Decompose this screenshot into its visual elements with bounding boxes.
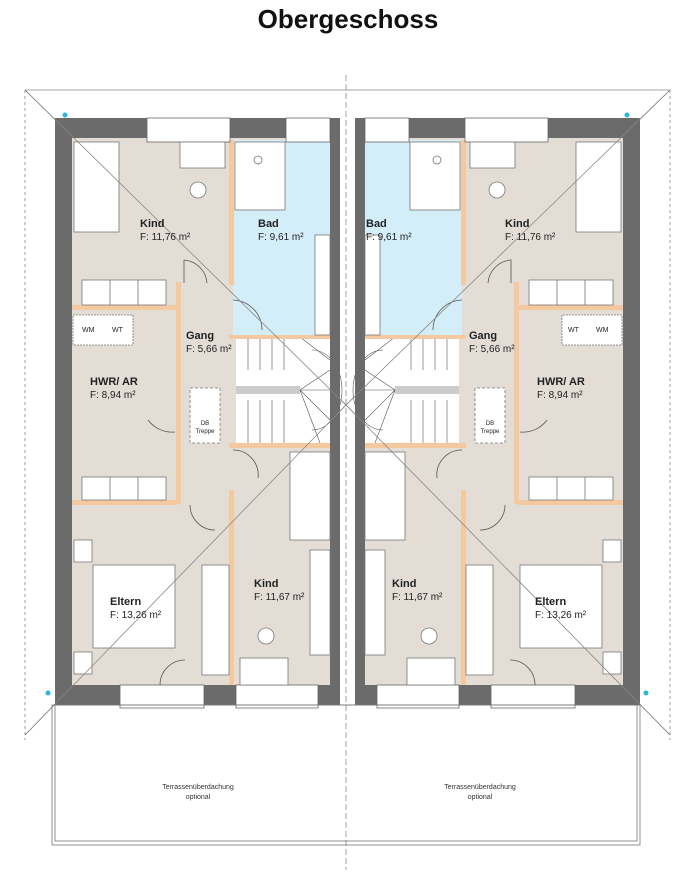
washer-right: WM	[596, 327, 609, 334]
plan-title: Obergeschoss	[257, 4, 439, 34]
left-house	[54, 117, 343, 709]
washer-left: WM	[82, 327, 95, 334]
dryer-left: WT	[112, 327, 123, 334]
terrace-roof	[51, 704, 641, 846]
dryer-right: WT	[568, 327, 579, 334]
right-house	[352, 117, 641, 709]
